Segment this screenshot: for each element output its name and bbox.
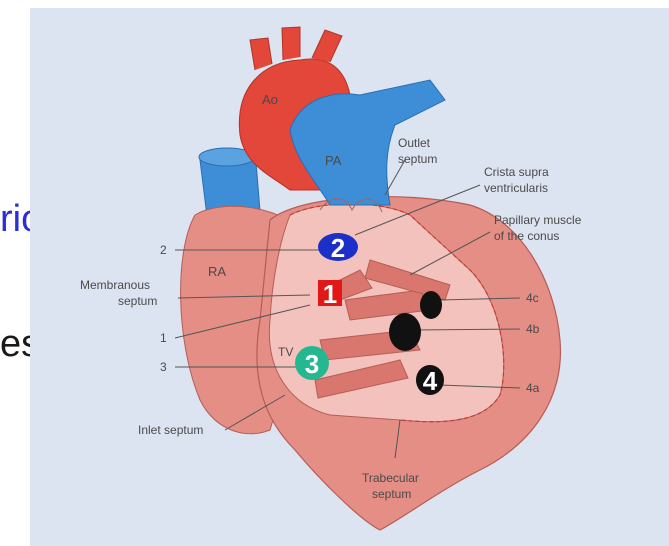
callout-trabecular-line2: septum	[372, 487, 411, 501]
marker-2-label: 2	[331, 233, 345, 263]
callout-outlet-septum-line2: septum	[398, 152, 437, 166]
callout-membranous-line1: Membranous	[80, 278, 150, 292]
callout-crista-line1: Crista supra	[484, 165, 549, 179]
marker-1-label: 1	[323, 279, 337, 309]
callout-outlet-septum-line1: Outlet	[398, 136, 431, 150]
callout-number-4b: 4b	[526, 322, 540, 336]
marker-1: 1	[318, 279, 342, 309]
callout-number-3: 3	[160, 360, 167, 374]
marker-3: 3	[295, 346, 329, 380]
defect-hole-4c	[420, 291, 442, 319]
marker-4-label: 4	[423, 366, 438, 396]
callout-inlet-septum: Inlet septum	[138, 423, 203, 437]
label-ao: Ao	[262, 92, 278, 107]
defect-hole-4b	[389, 313, 421, 351]
label-tv: TV	[278, 345, 293, 359]
callout-number-4c: 4c	[526, 291, 539, 305]
callout-number-1: 1	[160, 331, 167, 345]
label-ra: RA	[208, 264, 226, 279]
callout-membranous-line2: septum	[118, 294, 157, 308]
callout-crista-line2: ventricularis	[484, 181, 548, 195]
label-pa: PA	[325, 153, 342, 168]
marker-3-label: 3	[305, 349, 319, 379]
callout-number-2: 2	[160, 243, 167, 257]
callout-trabecular-line1: Trabecular	[362, 471, 419, 485]
callout-papillary-line2: of the conus	[494, 229, 559, 243]
callout-papillary-line1: Papillary muscle	[494, 213, 582, 227]
callout-number-4a: 4a	[526, 381, 540, 395]
